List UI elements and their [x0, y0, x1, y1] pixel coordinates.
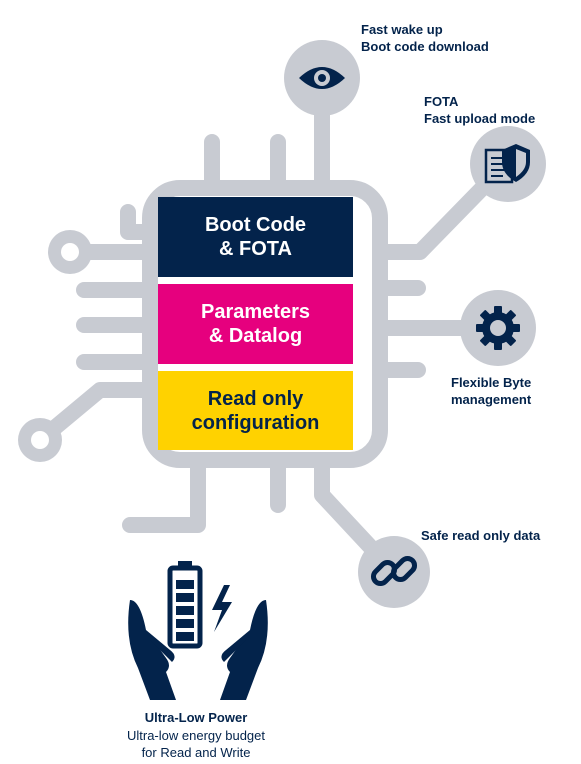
document-shield-icon	[470, 126, 546, 202]
parameters-block: Parameters & Datalog	[158, 284, 353, 364]
safe-read-only-label: Safe read only data	[421, 528, 541, 543]
fota-label: FOTA Fast upload mode	[424, 94, 536, 126]
read-only-block: Read only configuration	[158, 371, 353, 450]
circuit-traces	[32, 98, 508, 576]
ultra-low-power-title: Ultra-Low Power	[144, 710, 248, 725]
fast-wake-label: Fast wake up Boot code download	[361, 22, 489, 54]
eye-icon	[284, 40, 360, 116]
chain-link-icon	[358, 536, 430, 608]
gear-icon	[460, 290, 536, 366]
hands-battery-icon	[128, 561, 268, 700]
boot-code-block: Boot Code & FOTA	[158, 197, 353, 277]
pin-terminals	[18, 230, 92, 462]
flexible-byte-label: Flexible Byte management	[451, 375, 532, 407]
ultra-low-power-subtitle: Ultra-low energy budget for Read and Wri…	[126, 728, 266, 760]
